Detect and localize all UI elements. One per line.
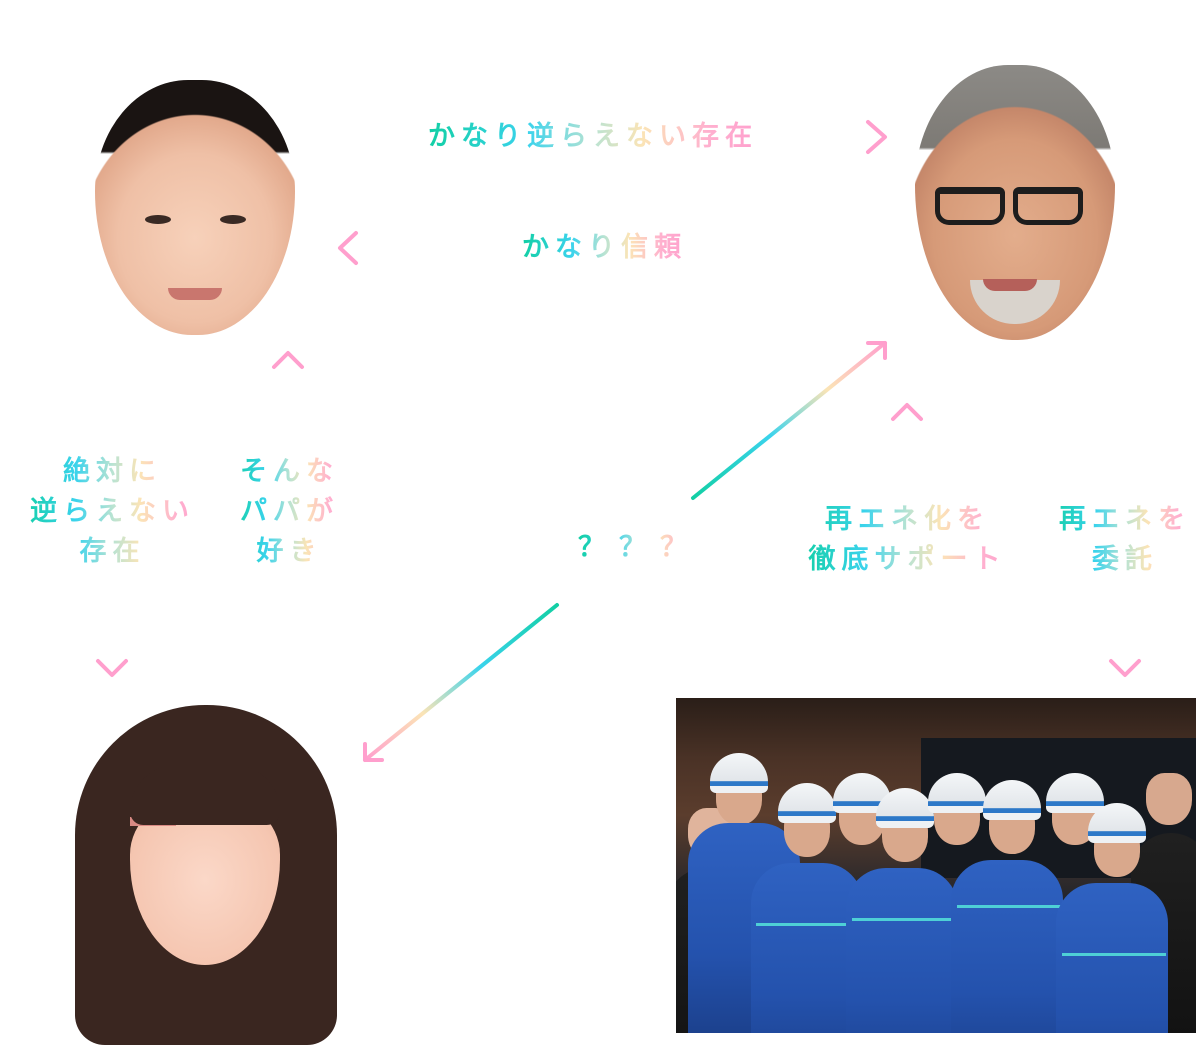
mouth — [168, 288, 222, 300]
mouth — [983, 279, 1037, 291]
edge-label-boss-to-team: 再エネを 委託 — [1050, 500, 1198, 580]
edge-label-team-to-boss: 再エネ化を 徹底サポート — [800, 500, 1015, 580]
eye-icon — [220, 215, 246, 224]
edge-label-daughter-boss: ？？？ — [578, 528, 701, 568]
eye-icon — [145, 215, 171, 224]
daughter-face — [75, 705, 337, 1045]
edge-label-boss-to-father: かなり信頼 — [522, 228, 687, 268]
boss-face — [915, 65, 1115, 340]
bangs — [130, 765, 280, 825]
glasses-right — [1013, 187, 1083, 225]
team-photo — [676, 698, 1196, 1033]
father-face — [95, 80, 295, 335]
glasses-left — [935, 187, 1005, 225]
edge-label-daughter-to-father: そんな パパが 好き — [232, 452, 347, 572]
edge-label-father-to-daughter: 絶対に 逆らえない 存在 — [20, 452, 205, 572]
edge-label-father-to-boss: かなり逆らえない存在 — [428, 117, 758, 157]
